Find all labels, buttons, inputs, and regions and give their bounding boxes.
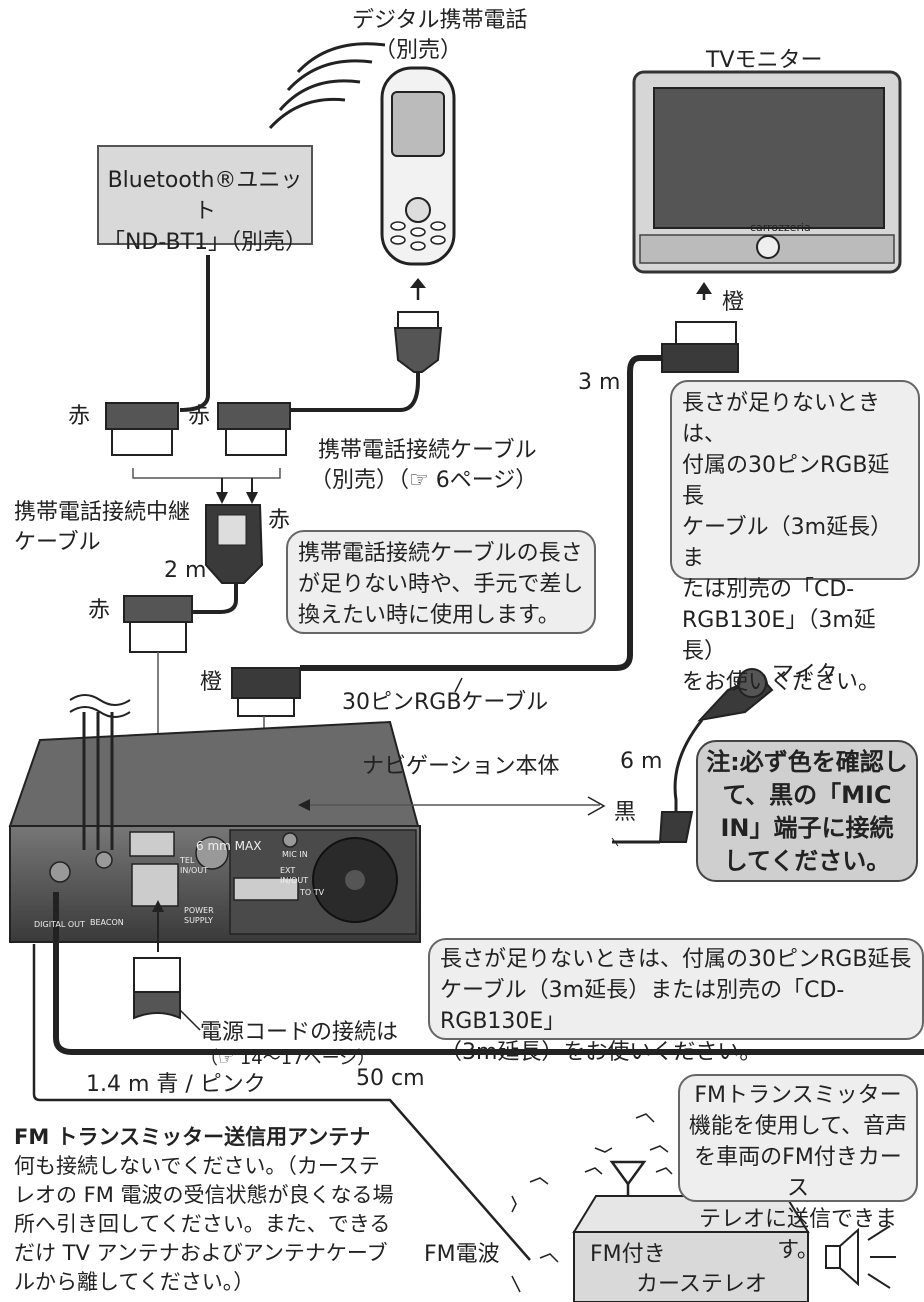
mobile-phone-icon [380, 66, 456, 266]
fm-wave-label: FM電波 [424, 1242, 500, 1267]
relay-cable-line1: 携帯電話接続中継 [14, 500, 191, 525]
port-ext-label: EXT IN/OUT [280, 866, 309, 885]
phone-cable-line2: （別売）（☞ 6ページ） [310, 468, 538, 493]
navi-body-label: ナビゲーション本体 [362, 754, 560, 779]
phone-cable-plug [397, 311, 439, 329]
signal-waves-icon [268, 42, 386, 130]
port-max-label: 6 mm MAX [196, 839, 262, 853]
length-6m: 6 m [620, 749, 663, 774]
fm-antenna-title: FM トランスミッター送信用アンテナ [14, 1125, 371, 1149]
black-label: 黒 [614, 800, 637, 825]
tv-monitor-icon [632, 70, 902, 274]
rgb-note-bubble-top: 長さが足りないときは、 付属の30ピンRGB延長 ケーブル（3m延長）ま たは別… [670, 380, 920, 695]
relay-note-bubble: 携帯電話接続ケーブルの長さ が足りない時や、手元で差し 換えたい時に使用します。 [286, 530, 596, 634]
car-stereo-line2: カーステレオ [636, 1272, 767, 1297]
power-cord-line2: （☞ 14〜17ページ） [200, 1048, 376, 1069]
phone-subtitle: （別売） [374, 38, 463, 63]
bt-unit-line2: 「ND-BT1」（別売） [102, 230, 308, 255]
orange-connector-tv [661, 321, 739, 373]
speaker-icon [825, 1225, 896, 1289]
navigation-unit [8, 720, 421, 943]
car-stereo-box [572, 1195, 810, 1302]
rgb-note-bubble-bottom: 長さが足りないときは、付属の30ピンRGB延長 ケーブル（3m延長）または別売の… [428, 938, 924, 1065]
orange-label-unit: 橙 [200, 670, 223, 695]
car-stereo-line1: FM付き [590, 1242, 666, 1267]
red-label-4: 赤 [88, 598, 111, 623]
red-label-1: 赤 [68, 404, 91, 429]
length-1-4m: 1.4 m 青 / ピンク [86, 1072, 266, 1097]
microphone-icon [697, 668, 774, 722]
relay-cable-connector [205, 504, 264, 584]
rgb-cable-label: 30ピンRGBケーブル [342, 690, 549, 715]
orange-connector-unit [231, 667, 301, 717]
relay-cable-line2: ケーブル [14, 530, 101, 555]
phone-cable-line1: 携帯電話接続ケーブル [318, 438, 537, 463]
red-connector-2 [217, 402, 291, 456]
red-label-3: 赤 [268, 508, 291, 533]
port-digital-out-label: DIGITAL OUT [34, 920, 85, 929]
length-50cm: 50 cm [356, 1066, 425, 1091]
fm-wave-icon [511, 1113, 673, 1293]
tv-monitor-label: TVモニター [706, 48, 823, 73]
red-connector-1 [105, 402, 179, 456]
bt-unit-line1: Bluetooth®ユニット [107, 168, 303, 224]
orange-label-tv: 橙 [722, 290, 745, 315]
length-3m: 3 m [578, 370, 621, 395]
mic-label: マイク [772, 662, 838, 687]
fm-note-bubble: FMトランスミッター 機能を使用して、音声 を車両のFM付きカース テレオに送信… [678, 1074, 918, 1263]
port-beacon-label: BEACON [90, 918, 124, 927]
tv-brand: carrozzeria [750, 221, 811, 234]
length-2m: 2 m [164, 558, 207, 583]
port-tel-label: TEL IN/OUT [180, 856, 209, 875]
port-to-tv-label: TO TV [300, 888, 325, 897]
bt-unit-box: Bluetooth®ユニット 「ND-BT1」（別売） [97, 145, 313, 255]
phone-title: デジタル携帯電話 [352, 8, 528, 33]
red-label-2: 赤 [188, 404, 211, 429]
red-connector-3 [123, 595, 193, 653]
power-cord-plug [133, 957, 181, 1020]
port-power-label: POWER SUPPLY [184, 906, 214, 925]
mic-note-bubble: 注:必ず色を確認し て、黒の「MIC IN」端子に接続 してください。 [696, 740, 918, 882]
port-mic-in-label: MIC IN [282, 850, 308, 859]
fm-antenna-body: 何も接続しないでください。（カーステ レオの FM 電波の受信状態が良くなる場 … [14, 1154, 394, 1294]
power-cord-line1: 電源コードの接続は [200, 1020, 399, 1045]
